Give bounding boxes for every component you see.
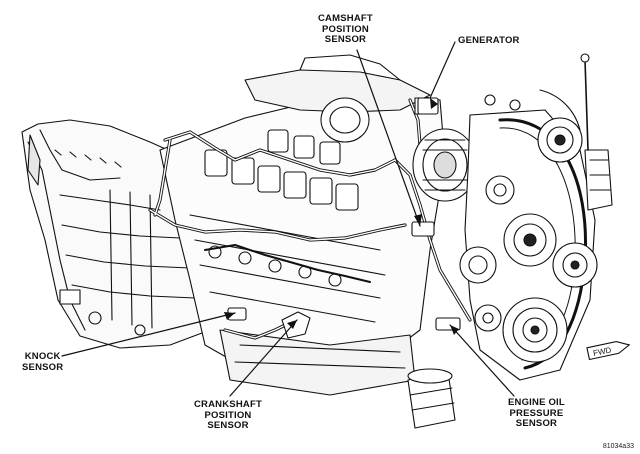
fwd-label: FWD [592, 345, 612, 358]
label-generator: GENERATOR [458, 35, 520, 46]
label-crankshaft-position-sensor: CRANKSHAFT POSITION SENSOR [194, 399, 262, 431]
leader-lines [61, 41, 515, 397]
forward-arrow-icon: FWD [586, 340, 631, 361]
label-camshaft-position-sensor: CAMSHAFT POSITION SENSOR [318, 13, 373, 45]
leader-arrowheads [224, 98, 459, 335]
engine-block [159, 54, 446, 396]
label-engine-oil-pressure-sensor: ENGINE OIL PRESSURE SENSOR [508, 397, 565, 429]
label-knock-sensor: KNOCK SENSOR [22, 351, 64, 373]
coil-packs [204, 129, 359, 211]
oil-filter [407, 368, 456, 429]
accessory-drive [459, 53, 613, 381]
figure-id: 81034a33 [602, 443, 634, 450]
